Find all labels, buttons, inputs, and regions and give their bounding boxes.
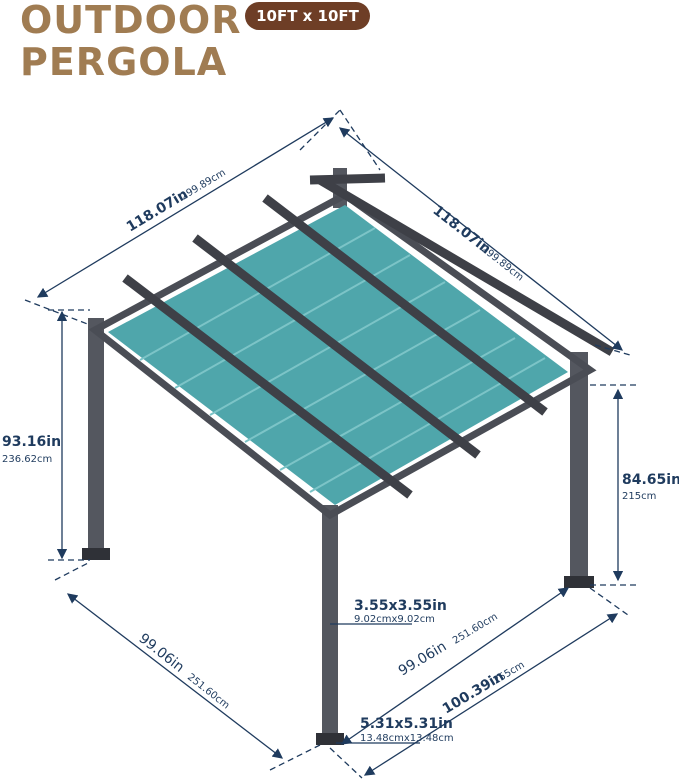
left-height-in: 93.16in	[2, 434, 61, 450]
dimension-lines	[24, 109, 640, 779]
right-height-cm: 215cm	[622, 491, 656, 502]
post-size-cm: 9.02cmx9.02cm	[354, 614, 435, 625]
bottom-left-dim-cm: 251.60cm	[185, 672, 231, 712]
bottom-right-inner-in: 99.06in	[396, 638, 450, 679]
base-size-cm: 13.48cmx13.48cm	[360, 733, 454, 744]
base-size-in: 5.31x5.31in	[360, 716, 453, 732]
bottom-left-dim-in: 99.06in	[136, 631, 187, 676]
right-height-in: 84.65in	[622, 472, 679, 488]
left-height-cm: 236.62cm	[2, 454, 52, 465]
title-line1: OUTDOOR	[20, 0, 242, 42]
title-line2: PERGOLA	[20, 40, 228, 84]
bottom-right-inner-cm: 251.60cm	[451, 611, 500, 646]
size-badge: 10FT x 10FT	[245, 2, 370, 30]
post-size-in: 3.55x3.55in	[354, 598, 447, 614]
